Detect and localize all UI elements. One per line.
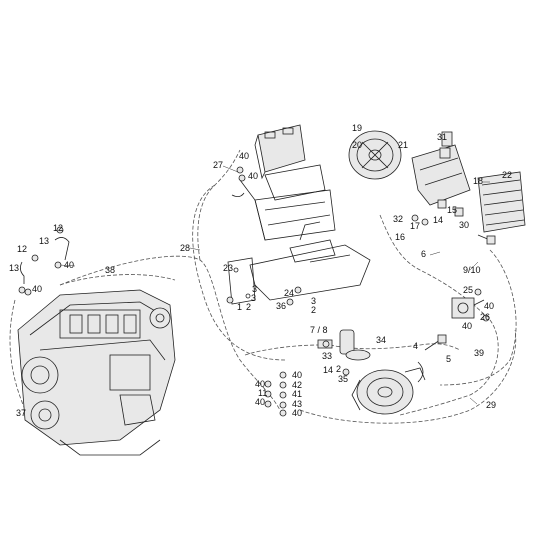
callout: 2 bbox=[336, 364, 341, 374]
callout: 40 bbox=[255, 379, 265, 389]
callout: 9/10 bbox=[463, 265, 481, 275]
callout: 34 bbox=[376, 335, 386, 345]
fittings-heater bbox=[226, 166, 350, 376]
callout: 4 bbox=[413, 341, 418, 351]
mounting-plate bbox=[249, 221, 371, 301]
callout: 17 bbox=[410, 221, 420, 231]
fitting-stack bbox=[264, 371, 287, 417]
callout: 20 bbox=[352, 140, 362, 150]
callout: 21 bbox=[398, 140, 408, 150]
callout: 25 bbox=[463, 285, 473, 295]
callout: 40 bbox=[462, 321, 472, 331]
callout: 13 bbox=[9, 263, 19, 273]
leader-lines bbox=[59, 165, 490, 405]
callout: 11 bbox=[258, 388, 267, 398]
callout: 26 bbox=[480, 312, 490, 322]
callout: 2 bbox=[311, 305, 316, 315]
callout: 3 bbox=[311, 296, 316, 306]
hose-fittings bbox=[417, 334, 447, 383]
callout: 40 bbox=[64, 260, 74, 270]
callout: 12 bbox=[17, 244, 27, 254]
control-unit bbox=[254, 124, 306, 180]
callout: 15 bbox=[447, 205, 457, 215]
expansion-valve bbox=[451, 288, 490, 322]
hose-runs bbox=[9, 149, 517, 443]
callout: 22 bbox=[502, 170, 512, 180]
callout: 1 bbox=[237, 302, 242, 312]
callout: 7 / 8 bbox=[310, 325, 328, 335]
callout: 16 bbox=[395, 232, 405, 242]
callout: 3 bbox=[251, 293, 256, 303]
callout: 41 bbox=[292, 389, 302, 399]
panel-23 bbox=[227, 257, 256, 305]
callout: 42 bbox=[292, 380, 302, 390]
fittings-left bbox=[18, 226, 70, 296]
callout: 35 bbox=[338, 374, 348, 384]
callout: 14 bbox=[433, 215, 443, 225]
callout: 3 bbox=[252, 284, 257, 294]
housing-18 bbox=[411, 144, 471, 206]
callout: 40 bbox=[292, 408, 302, 418]
callout: 40 bbox=[239, 151, 249, 161]
callout: 27 bbox=[213, 160, 223, 170]
callout: 40 bbox=[292, 370, 302, 380]
callouts: 19 20 21 31 27 40 40 22 18 12 13 12 40 1… bbox=[9, 123, 512, 418]
callout: 32 bbox=[393, 214, 403, 224]
callout: 6 bbox=[421, 249, 426, 259]
callout: 31 bbox=[437, 132, 447, 142]
callout: 12 bbox=[53, 223, 63, 233]
compressor bbox=[351, 367, 426, 415]
callout: 5 bbox=[446, 354, 451, 364]
callout: 40 bbox=[32, 284, 42, 294]
callout: 29 bbox=[486, 400, 496, 410]
callout: 39 bbox=[474, 348, 484, 358]
callout: 40 bbox=[255, 397, 265, 407]
callout: 30 bbox=[459, 220, 469, 230]
callout: 24 bbox=[284, 288, 294, 298]
callout: 23 bbox=[223, 263, 233, 273]
heater-frame bbox=[239, 164, 336, 241]
small-parts-right bbox=[411, 131, 496, 245]
callout: 38 bbox=[105, 265, 115, 275]
callout: 37 bbox=[16, 408, 26, 418]
callout: 19 bbox=[352, 123, 362, 133]
callout: 43 bbox=[292, 399, 302, 409]
callout: 18 bbox=[473, 176, 483, 186]
condenser-22 bbox=[477, 171, 526, 233]
fan-housing bbox=[348, 130, 402, 180]
callout: 14 bbox=[323, 365, 333, 375]
callout: 28 bbox=[180, 243, 190, 253]
callout: 2 bbox=[246, 302, 251, 312]
callout: 13 bbox=[39, 236, 49, 246]
callout: 36 bbox=[276, 301, 286, 311]
callout: 40 bbox=[484, 301, 494, 311]
engine-assembly bbox=[17, 289, 176, 456]
callout: 40 bbox=[248, 171, 258, 181]
callout: 33 bbox=[322, 351, 332, 361]
